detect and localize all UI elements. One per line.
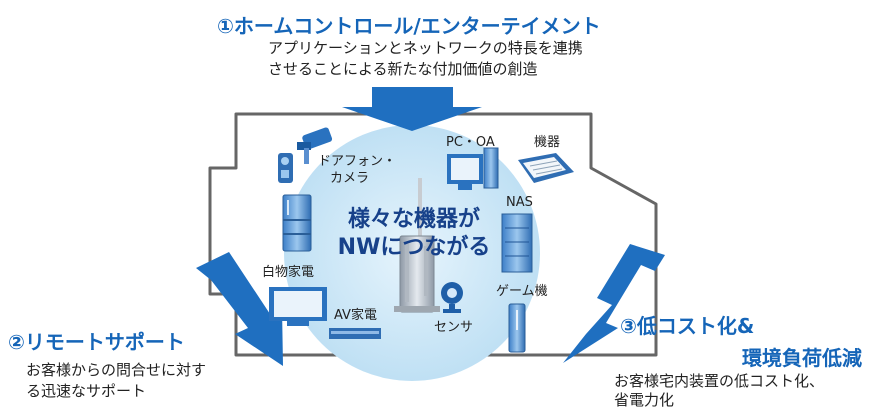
camera-icon — [297, 127, 333, 164]
printer-icon — [518, 153, 574, 183]
right-desc-line2: 省電力化 — [614, 391, 675, 409]
refrigerator-icon — [282, 194, 312, 252]
gateway-device-icon — [394, 178, 440, 313]
pc-label: PC・OA — [446, 135, 495, 150]
house-outline — [208, 112, 658, 357]
right-heading-line1: ③低コスト化& — [620, 314, 755, 338]
pc-icon — [447, 147, 499, 190]
doorphone-label-line1: ドアフォン・ — [318, 154, 397, 169]
sensor-icon — [441, 282, 463, 313]
right-heading-line2: 環境負荷低減 — [742, 346, 862, 370]
left-desc-line2: る迅速なサポート — [26, 382, 147, 400]
right-arrow — [563, 244, 665, 363]
av-player-icon — [329, 328, 381, 339]
game-console-icon — [508, 303, 526, 353]
left-heading: ②リモートサポート — [8, 330, 185, 354]
av-label: AV家電 — [334, 308, 377, 323]
doorphone-label-line2: カメラ — [330, 171, 370, 186]
sensor-label: センサ — [434, 320, 474, 335]
top-desc-line2: させることによる新たな付加価値の創造 — [268, 60, 538, 78]
right-desc-line1: お客様宅内装置の低コスト化、 — [614, 372, 825, 390]
nas-label: NAS — [506, 195, 533, 210]
center-label-line1: 様々な機器が — [347, 207, 480, 232]
nas-icon — [501, 213, 533, 273]
left-desc-line1: お客様からの問合せに対す — [26, 361, 207, 379]
top-heading: ①ホームコントロール/エンターテイメント — [217, 14, 601, 38]
left-arrow — [196, 252, 283, 366]
tv-icon — [269, 287, 327, 326]
doorphone-icon — [278, 153, 293, 183]
game-label: ゲーム機 — [496, 284, 548, 299]
top-arrow — [342, 87, 482, 131]
center-label-line2: NWにつながる — [337, 235, 491, 260]
top-desc-line1: アプリケーションとネットワークの特長を連携 — [268, 39, 583, 57]
equipment-label: 機器 — [534, 135, 561, 150]
appliance-label: 白物家電 — [262, 265, 315, 280]
